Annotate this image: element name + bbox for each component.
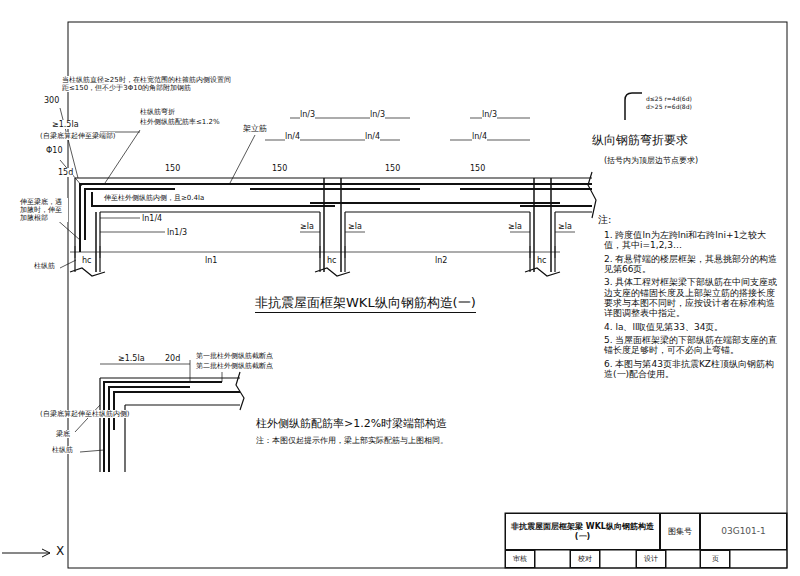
page-cell: 页 [700,550,730,568]
axis-label: X [56,545,64,559]
note-text: 注：本图仅起提示作用，梁上部实际配筋与上图相同。 [256,436,448,445]
title-block-frame [505,513,787,568]
note-text: (自梁底算起伸至柱纵筋内侧) [40,410,129,418]
note-item: 6. 本图与第43页非抗震KZ柱顶纵向钢筋构造(一)配合使用。 [604,359,782,380]
sheet-frame [68,22,787,568]
bend-radius: d≤25 r=4d(6d) [646,96,692,103]
dimension: ln1/4 [142,214,162,223]
part-label: 架立筋 [243,124,267,133]
sign-cell: 设计 [636,550,666,568]
column-outline [70,178,560,276]
note-text: 柱纵筋弯折 [140,108,175,116]
dimension-lines [70,118,575,258]
cell-text: 校对 [576,555,594,563]
top-rebar [80,184,592,252]
section-heading: 纵向钢筋弯折要求 [592,134,688,148]
axis-arrow [2,549,50,557]
beam-outline [75,172,596,218]
cell-text: 设计 [642,555,660,563]
header-cell: 图集号 [660,513,700,550]
dimension: 150 [165,164,180,173]
dimension: ln/4 [365,132,380,141]
dimension: 300 [44,96,59,105]
cell-text: 审核 [511,555,529,563]
dimension: hc [537,256,546,265]
cell-text: 03G101-1 [719,526,768,536]
dimension: ≥la [508,222,522,231]
dimension: ≥1.5la [52,120,79,129]
note-text: (括号内为顶层边节点要求) [604,156,698,165]
sign-cell: 审核 [505,550,535,568]
title-cell: 非抗震屋面层框架梁 WKL纵向钢筋构造(一) [505,513,660,550]
dimension: ln2 [435,256,447,265]
code-cell: 03G101-1 [700,513,787,550]
drawing-title: 非抗震屋面框架WKL纵向钢筋构造(一) [255,296,476,313]
dimension: 150 [470,164,485,173]
corner-detail-outline [100,372,244,472]
sign-cell: 校对 [570,550,600,568]
dimension: ≥la [300,222,314,231]
corner-detail-dims [75,360,222,452]
dimension: 15d [58,168,73,177]
note-heading: 注: [598,214,611,226]
dimension: ≥la [558,222,572,231]
dimension: ln1/3 [167,228,187,237]
dimension: 20d [165,354,180,363]
note-item: 5. 当屋面框架梁的下部纵筋在端部支座的直锚长度足够时，可不必向上弯锚。 [604,335,782,356]
note-text: 第一批柱外侧纵筋截断点 [196,352,273,360]
dimension: ≥1.5la [118,354,145,363]
note-item: 1. 跨度值ln为左跨lni和右跨lni+1之较大值，其中i=1,2,3… [604,230,782,251]
cell-text: 图集号 [666,527,694,536]
section-heading: 柱外侧纵筋配筋率>1.2%时梁端部构造 [256,418,447,431]
dimension: ln1 [205,256,217,265]
note-text: 当柱纵筋直径≥25时，在柱宽范围的柱箍筋内侧设置间距≤150，但不少于3Φ10的… [62,76,237,92]
dimension: ≥la [348,222,362,231]
dimension: ln/4 [285,132,300,141]
note-item: 3. 具体工程对框架梁下部纵筋在中间支座或边支座的锚固长度及上部架立筋的搭接长度… [604,277,782,318]
note-text: 柱外侧纵筋配筋率≤1.2% [140,118,220,126]
cell-text: 非抗震屋面层框架梁 WKL纵向钢筋构造(一) [506,522,659,540]
dimension: hc [327,256,336,265]
dimension: ln/3 [300,110,315,119]
note-text: (自梁底算起伸至梁端部) [40,132,115,140]
corner-detail-rebar [104,382,240,472]
dimension: ln/4 [472,132,487,141]
dimension: 150 [272,164,287,173]
note-item: 2. 有悬臂端的楼层框架，其悬挑部分的构造见第66页。 [604,254,782,275]
notes-column: 1. 跨度值ln为左跨lni和右跨lni+1之较大值，其中i=1,2,3… 2. … [604,230,782,379]
note-item: 4. la、ll取值见第33、34页。 [604,322,782,332]
dimension: 150 [385,164,400,173]
note-text: 伸至梁底，遇加腋时，伸至加腋根部 [20,198,68,222]
bottom-rebar [92,192,592,206]
cell-text: 页 [710,555,721,563]
bend-radius: d>25 r=6d(8d) [646,104,692,111]
bar-mark: Φ10 [46,146,62,155]
bend-symbol [625,93,642,120]
part-label: 柱纵筋 [52,446,73,454]
column-rebar [96,178,551,272]
note-text: 伸至柱外侧纵筋内侧，且≥0.4la [104,194,204,202]
note-text: 第二批柱外侧纵筋截断点 [196,362,273,370]
dimension: ln/3 [482,110,497,119]
dimension: hc [82,256,91,265]
title-block-dividers [535,550,730,568]
dimension: ln/3 [370,110,385,119]
part-label: 柱纵筋 [34,262,55,270]
part-label: 梁底 [56,430,70,438]
